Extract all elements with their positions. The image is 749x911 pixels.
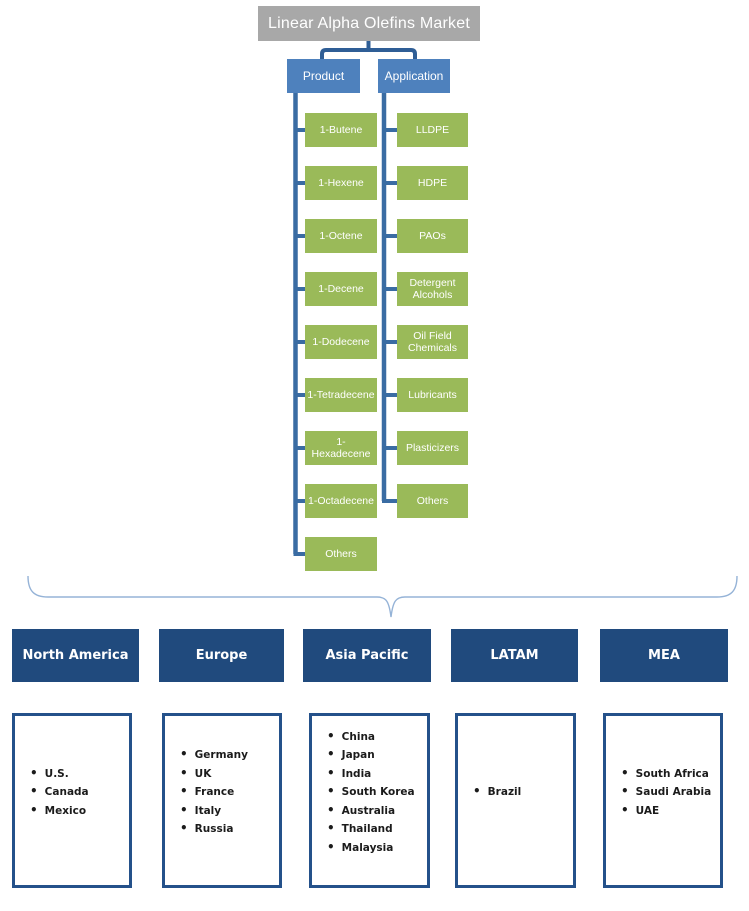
segment-item-box: HDPE [397,166,468,200]
bullet-icon [30,783,38,802]
country-label: Malaysia [341,841,394,854]
country-item: Brazil [473,783,571,802]
bullet-icon [180,802,188,821]
segment-item-box: Lubricants [397,378,468,412]
country-item: Mexico [30,802,127,821]
country-item: China [327,728,425,747]
country-label: Germany [194,749,248,762]
bullet-icon [180,820,188,839]
segment-item-box: Oil Field Chemicals [397,325,468,359]
region-header: MEA [600,629,728,682]
region-label: Asia Pacific [325,648,409,663]
segment-item-box: Others [305,537,377,571]
country-label: U.S. [44,767,69,780]
country-label: South Korea [341,786,415,799]
bullet-icon [180,765,188,784]
country-label: Brazil [487,786,522,799]
country-label: Canada [44,786,89,799]
bullet-icon [30,802,38,821]
country-item: U.S. [30,765,127,784]
bullet-icon [327,728,335,747]
bullet-icon [327,802,335,821]
country-label: UAE [635,804,660,817]
product-items-column: 1-Butene 1-Hexene 1-Octene 1-Decene 1-Do… [305,113,377,571]
region-label: Europe [195,648,248,663]
category-box-application: Application [378,59,450,93]
country-label: UK [194,767,212,780]
country-item: UK [180,765,277,784]
region-label: MEA [648,648,680,663]
category-label-application: Application [384,69,444,83]
bullet-icon [327,783,335,802]
bullet-icon [327,820,335,839]
country-item: Italy [180,802,277,821]
regions-brace [27,575,738,618]
segment-item-box: 1-Decene [305,272,377,306]
country-item: Germany [180,746,277,765]
bullet-icon [327,746,335,765]
segment-item-box: 1-Tetradecene [305,378,377,412]
segment-item-box: 1-Dodecene [305,325,377,359]
country-item: Japan [327,746,425,765]
region-header: Asia Pacific [303,629,431,682]
segment-item-box: Detergent Alcohols [397,272,468,306]
segment-item-box: PAOs [397,219,468,253]
country-item: France [180,783,277,802]
country-label: Australia [341,804,396,817]
segment-item-box: Others [397,484,468,518]
bullet-icon [180,783,188,802]
country-label: France [194,786,235,799]
bullet-icon [180,746,188,765]
region-label: LATAM [490,648,539,663]
chart-title: Linear Alpha Olefins Market [258,6,480,41]
segment-item-box: 1-Octadecene [305,484,377,518]
region-header: North America [12,629,139,682]
bullet-icon [621,765,629,784]
country-label: Thailand [341,823,393,836]
country-item: Saudi Arabia [621,783,718,802]
country-label: Italy [194,804,222,817]
bullet-icon [621,802,629,821]
category-label-product: Product [302,69,345,83]
category-box-product: Product [287,59,360,93]
country-item: Canada [30,783,127,802]
country-label: Mexico [44,804,87,817]
country-item: South Korea [327,783,425,802]
region-header: Europe [159,629,284,682]
bullet-icon [327,765,335,784]
segment-item-box: Plasticizers [397,431,468,465]
country-label: Japan [341,749,375,762]
country-label: India [341,767,372,780]
region-header: LATAM [451,629,578,682]
application-items-column: LLDPE HDPE PAOs Detergent Alcohols Oil F… [397,113,468,518]
country-label: Russia [194,823,234,836]
country-item: Malaysia [327,839,425,858]
region-country-list: Brazil [455,713,576,888]
bullet-icon [30,765,38,784]
bullet-icon [621,783,629,802]
country-item: UAE [621,802,718,821]
segment-item-box: LLDPE [397,113,468,147]
region-country-list: Germany UK France Italy Russia [162,713,282,888]
country-item: India [327,765,425,784]
region-label: North America [22,648,129,663]
country-item: Australia [327,802,425,821]
country-item: Russia [180,820,277,839]
country-label: China [341,730,376,743]
bullet-icon [327,839,335,858]
country-label: South Africa [635,767,709,780]
region-country-list: South Africa Saudi Arabia UAE [603,713,723,888]
country-item: Thailand [327,820,425,839]
region-country-list: U.S. Canada Mexico [12,713,132,888]
segment-item-box: 1-Hexene [305,166,377,200]
bullet-icon [473,783,481,802]
region-country-list: China Japan India South Korea Australia … [309,713,430,888]
country-label: Saudi Arabia [635,786,712,799]
segment-item-box: 1-Hexadecene [305,431,377,465]
segment-item-box: 1-Butene [305,113,377,147]
segment-item-box: 1-Octene [305,219,377,253]
country-item: South Africa [621,765,718,784]
